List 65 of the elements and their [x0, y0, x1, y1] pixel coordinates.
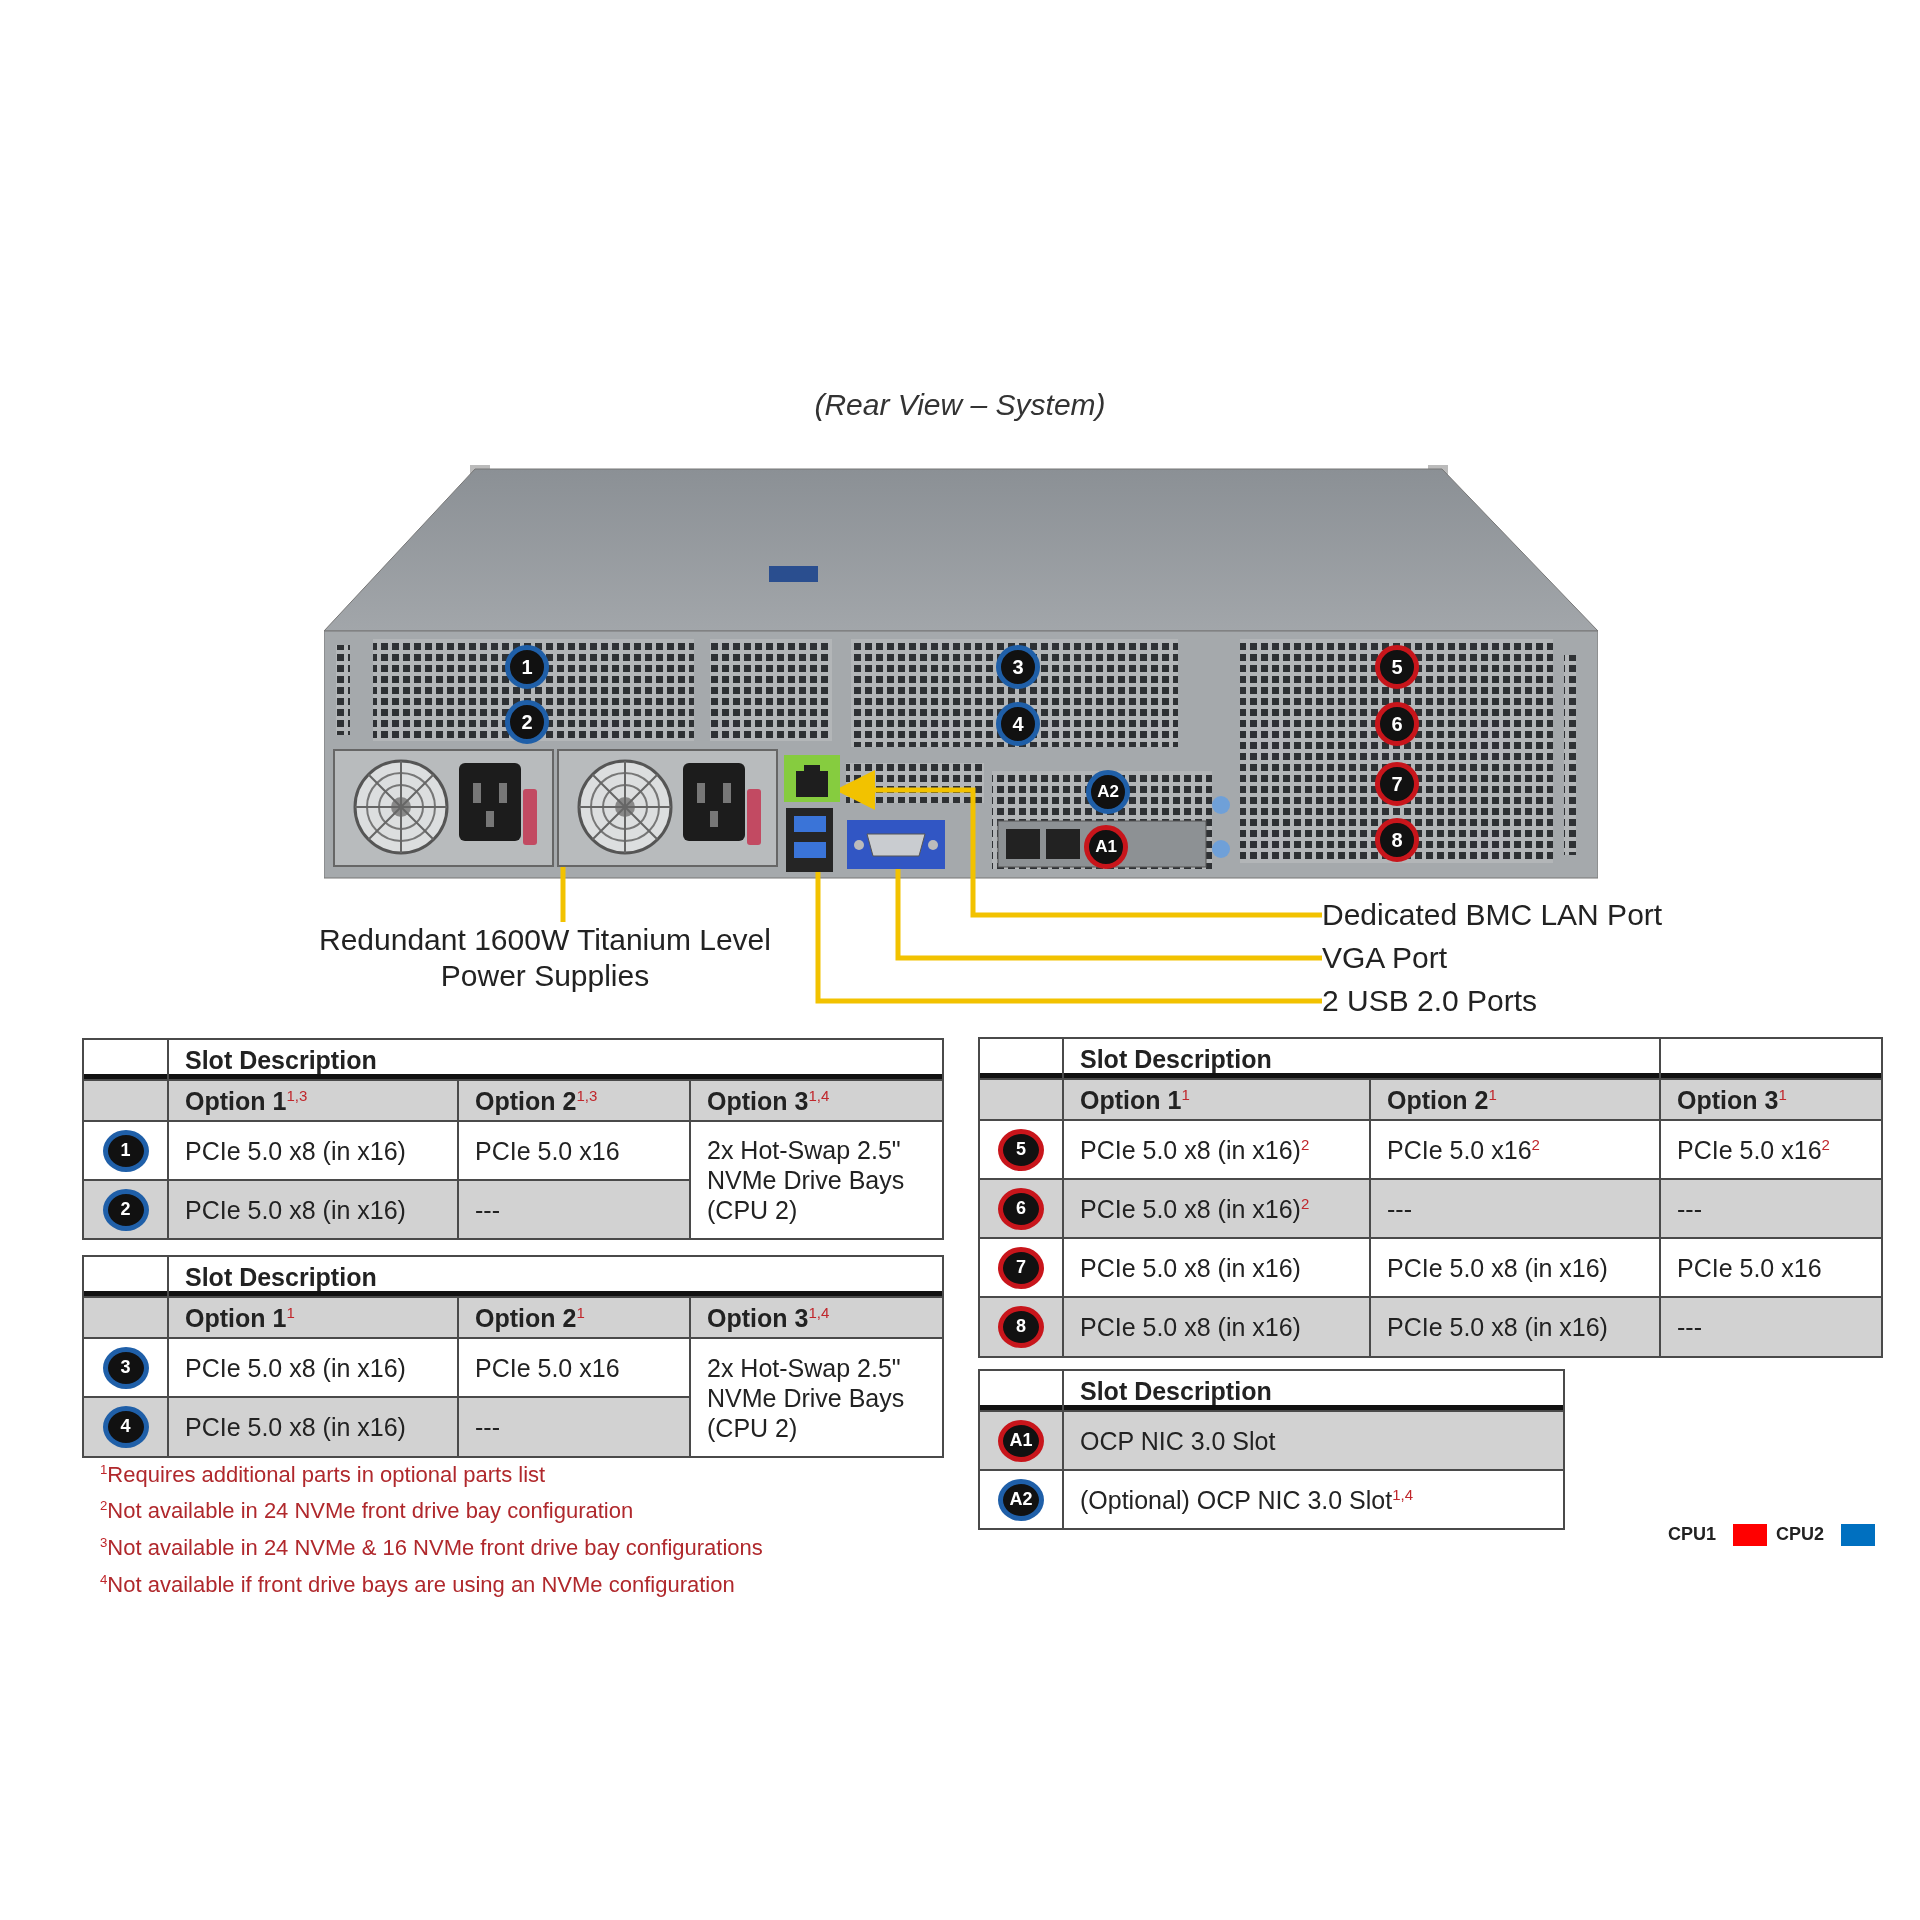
- column-header: Option 2$^{1}$: [1371, 1080, 1659, 1119]
- table-cell: PCIe 5.0 x8 (in x16): [169, 1339, 457, 1396]
- table-cell: PCIe 5.0 x8 (in x16)$^{2}$: [1064, 1121, 1369, 1178]
- callout-label: VGA Port: [1322, 940, 1722, 976]
- table-cell: ---: [459, 1398, 689, 1456]
- legend-label: CPU2: [1776, 1524, 1824, 1545]
- slot-number-badge: 8: [998, 1306, 1044, 1348]
- table-cell: ---: [1661, 1298, 1881, 1356]
- footnote: $^{3}$Not available in 24 NVMe & 16 NVMe front drive bay configurations: [100, 1535, 763, 1562]
- diagram-title: (Rear View – System): [813, 388, 1107, 422]
- column-header: Option 1$^{1}$: [169, 1298, 457, 1337]
- slot-number-badge: 4: [102, 1406, 149, 1448]
- column-header: Slot Description: [1064, 1039, 1659, 1078]
- vga-port: [847, 820, 945, 869]
- footnote: $^{2}$Not available in 24 NVMe front drive bay configuration: [100, 1498, 634, 1525]
- table-cell: PCIe 5.0 x8 (in x16): [169, 1122, 457, 1179]
- callout-label: 2 USB 2.0 Ports: [1322, 983, 1722, 1019]
- table-cell: PCIe 5.0 x8 (in x16): [1064, 1298, 1369, 1356]
- leader-line: [560, 867, 566, 922]
- table-cell: ---: [459, 1181, 689, 1238]
- table-cell: PCIe 5.0 x16: [1661, 1239, 1881, 1296]
- table-cell: PCIe 5.0 x16$^{2}$: [1661, 1121, 1881, 1178]
- column-header: Option 3$^{1}$: [1661, 1080, 1881, 1119]
- table-cell: ---: [1661, 1180, 1881, 1237]
- slot-number-badge: 5: [998, 1128, 1044, 1171]
- column-header: Option 1$^{1}$: [1064, 1080, 1369, 1119]
- table-cell: PCIe 5.0 x8 (in x16): [1371, 1239, 1659, 1296]
- column-header: Option 2$^{1,3}$: [459, 1081, 689, 1120]
- table-cell: 2x Hot-Swap 2.5" NVMe Drive Bays (CPU 2): [691, 1339, 942, 1456]
- footnote: $^{1}$Requires additional parts in optional parts list: [100, 1462, 546, 1489]
- column-header: Option 2$^{1}$: [459, 1298, 689, 1337]
- table-cell: PCIe 5.0 x16: [459, 1339, 689, 1396]
- usb-ports: [786, 808, 833, 872]
- table-cell: PCIe 5.0 x8 (in x16)$^{2}$: [1064, 1180, 1369, 1237]
- legend-label: CPU1: [1668, 1524, 1716, 1545]
- callout-label: Dedicated BMC LAN Port: [1322, 897, 1842, 933]
- table-cell: PCIe 5.0 x16: [459, 1122, 689, 1179]
- table-cell: ---: [1371, 1180, 1659, 1237]
- slot-number-badge: 7: [998, 1246, 1044, 1289]
- slot-number-badge: A1: [998, 1419, 1044, 1462]
- slot-number-badge: 3: [102, 1346, 149, 1389]
- power-supplies-drawing: [333, 749, 778, 867]
- table-cell: PCIe 5.0 x16$^{2}$: [1371, 1121, 1659, 1178]
- leader-line: [815, 872, 1322, 1004]
- column-header: Option 3$^{1,4}$: [691, 1298, 942, 1337]
- table-cell: PCIe 5.0 x8 (in x16): [169, 1398, 457, 1456]
- table-cell: 2x Hot-Swap 2.5" NVMe Drive Bays (CPU 2): [691, 1122, 942, 1238]
- lan-port: [784, 755, 840, 802]
- column-header: Slot Description: [1064, 1371, 1563, 1410]
- column-header: Option 3$^{1,4}$: [691, 1081, 942, 1120]
- table-cell: OCP NIC 3.0 Slot: [1064, 1412, 1563, 1469]
- table-cell: (Optional) OCP NIC 3.0 Slot$^{1,4}$: [1064, 1471, 1563, 1528]
- slot-number-badge: A2: [998, 1478, 1044, 1521]
- column-header: Option 1$^{1,3}$: [169, 1081, 457, 1120]
- slot-number-badge: 6: [998, 1187, 1044, 1230]
- slot-number-badge: 1: [102, 1129, 149, 1172]
- table-cell: PCIe 5.0 x8 (in x16): [1371, 1298, 1659, 1356]
- leader-line: [895, 869, 1322, 961]
- callout-label: Redundant 1600W Titanium Level Power Supplies: [315, 922, 775, 1002]
- table-cell: PCIe 5.0 x8 (in x16): [1064, 1239, 1369, 1296]
- column-header: Slot Description: [169, 1040, 942, 1079]
- slot-number-badge: 2: [102, 1188, 149, 1231]
- table-cell: PCIe 5.0 x8 (in x16): [169, 1181, 457, 1238]
- column-header: Slot Description: [169, 1257, 942, 1296]
- footnote: $^{4}$Not available if front drive bays are using an NVMe configuration: [100, 1572, 735, 1599]
